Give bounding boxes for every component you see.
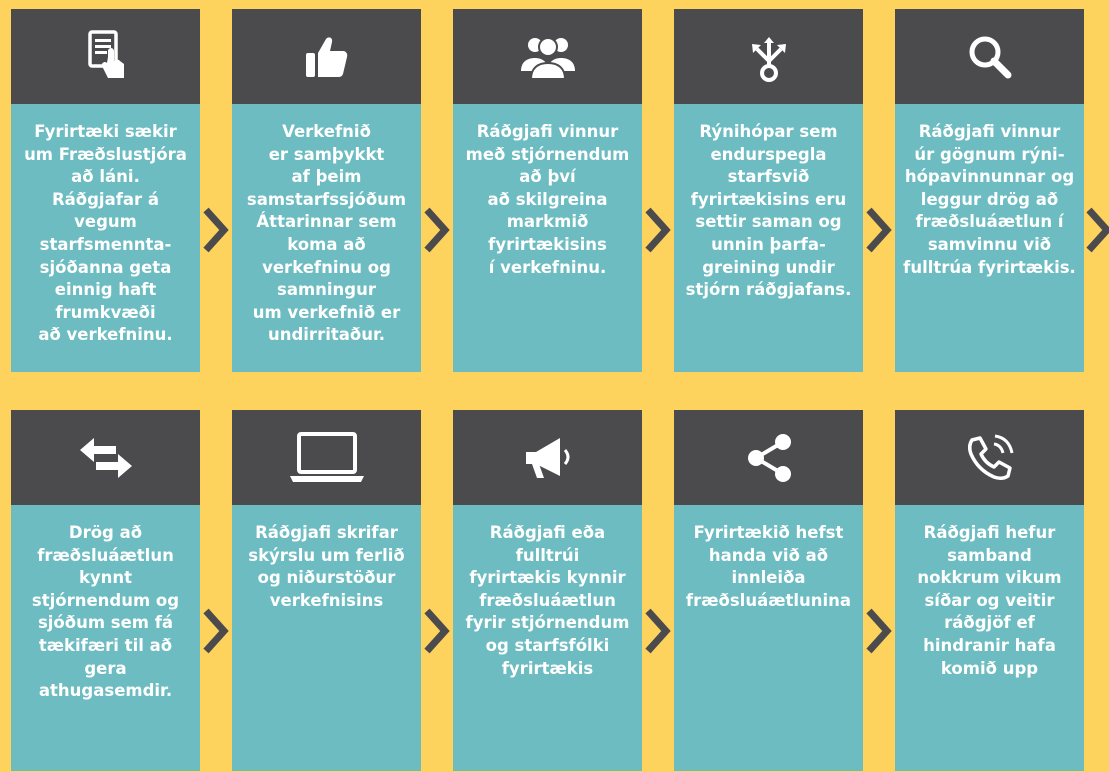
chevron-right-icon bbox=[422, 607, 452, 655]
step-text-10: Ráðgjafi hefur samband nokkrum vikum síð… bbox=[895, 505, 1084, 771]
step-card-7: Ráðgjafi skrifar skýrslu um ferlið og ni… bbox=[232, 410, 421, 771]
chevron-right-icon bbox=[643, 206, 673, 254]
step-header-2 bbox=[232, 9, 421, 104]
step-card-10: Ráðgjafi hefur samband nokkrum vikum síð… bbox=[895, 410, 1084, 771]
chevron-right-icon bbox=[864, 206, 894, 254]
step-header-9 bbox=[674, 410, 863, 505]
chevron-right-icon bbox=[864, 607, 894, 655]
step-header-10 bbox=[895, 410, 1084, 505]
laptop-icon bbox=[289, 431, 364, 482]
step-card-3: Ráðgjafi vinnur með stjórnendum að því a… bbox=[453, 9, 642, 372]
search-icon bbox=[969, 36, 1011, 78]
split-arrows-icon bbox=[751, 36, 786, 82]
step-header-1 bbox=[11, 9, 200, 104]
step-text-7: Ráðgjafi skrifar skýrslu um ferlið og ni… bbox=[232, 505, 421, 771]
document-tap-icon bbox=[87, 29, 124, 78]
step-header-6 bbox=[11, 410, 200, 505]
step-header-4 bbox=[674, 9, 863, 104]
step-card-1: Fyrirtæki sækir um Fræðslustjóra að láni… bbox=[11, 9, 200, 372]
step-text-9: Fyrirtækið hefst handa við að innleiða f… bbox=[674, 505, 863, 771]
step-card-2: Verkefnið er samþykkt af þeim samstarfss… bbox=[232, 9, 421, 372]
step-card-9: Fyrirtækið hefst handa við að innleiða f… bbox=[674, 410, 863, 771]
step-header-8 bbox=[453, 410, 642, 505]
people-group-icon bbox=[520, 36, 575, 80]
step-header-7 bbox=[232, 410, 421, 505]
step-text-3: Ráðgjafi vinnur með stjórnendum að því a… bbox=[453, 104, 642, 372]
share-icon bbox=[747, 433, 791, 482]
step-text-6: Drög að fræðsluáætlun kynnt stjórnendum … bbox=[11, 505, 200, 771]
phone-call-icon bbox=[967, 434, 1013, 480]
step-text-5: Ráðgjafi vinnur úr gögnum rýni- hópavinn… bbox=[895, 104, 1084, 372]
step-text-8: Ráðgjafi eða fulltrúi fyrirtækis kynnir … bbox=[453, 505, 642, 771]
step-card-5: Ráðgjafi vinnur úr gögnum rýni- hópavinn… bbox=[895, 9, 1084, 372]
step-card-4: Rýnihópar sem endurspegla starfsvið fyri… bbox=[674, 9, 863, 372]
step-text-4: Rýnihópar sem endurspegla starfsvið fyri… bbox=[674, 104, 863, 372]
chevron-right-icon bbox=[422, 206, 452, 254]
megaphone-icon bbox=[525, 437, 569, 478]
step-card-8: Ráðgjafi eða fulltrúi fyrirtækis kynnir … bbox=[453, 410, 642, 771]
step-header-5 bbox=[895, 9, 1084, 104]
step-text-1: Fyrirtæki sækir um Fræðslustjóra að láni… bbox=[11, 104, 200, 372]
step-header-3 bbox=[453, 9, 642, 104]
chevron-right-icon bbox=[201, 607, 231, 655]
chevron-right-icon bbox=[1084, 206, 1109, 254]
thumbs-up-icon bbox=[305, 36, 347, 77]
chevron-right-icon bbox=[201, 206, 231, 254]
step-card-6: Drög að fræðsluáætlun kynnt stjórnendum … bbox=[11, 410, 200, 771]
swap-arrows-icon bbox=[79, 437, 132, 478]
step-text-2: Verkefnið er samþykkt af þeim samstarfss… bbox=[232, 104, 421, 372]
chevron-right-icon bbox=[643, 607, 673, 655]
